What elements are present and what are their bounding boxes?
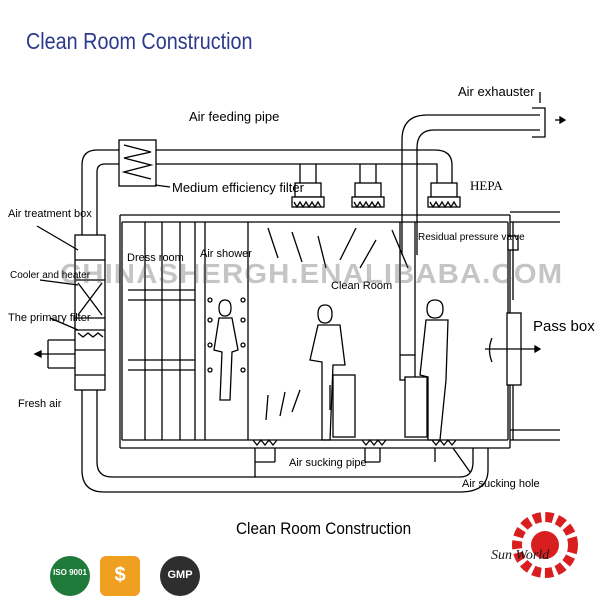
label-medium-efficiency-filter: Medium efficiency filter — [172, 180, 304, 195]
label-air-sucking-hole: Air sucking hole — [462, 478, 540, 490]
sun-world-logo-icon — [512, 512, 578, 578]
gmp-badge-icon: GMP — [160, 556, 200, 596]
hepa-units — [291, 182, 461, 209]
air-shower — [204, 222, 249, 440]
building-walls — [119, 214, 511, 449]
air-feeding-pipe — [81, 149, 453, 235]
label-dress-room: Dress room — [127, 252, 184, 264]
label-primary-filter: The primary filter — [8, 312, 91, 324]
workbench — [404, 376, 428, 438]
fresh-air-inlet — [36, 339, 75, 369]
air-sucking-pipe — [81, 390, 489, 493]
bottom-caption: Clean Room Construction — [236, 519, 412, 538]
label-pass-box: Pass box — [533, 318, 595, 335]
medium-efficiency-filter — [118, 139, 157, 187]
dollar-badge-icon: $ — [100, 556, 140, 596]
label-clean-room: Clean Room — [331, 280, 393, 292]
label-hepa: HEPA — [470, 178, 503, 193]
label-air-exhauster: Air exhauster — [458, 84, 535, 99]
iso-badge-icon: ISO 9001 — [50, 556, 90, 596]
label-cooler-and-heater: Cooler and heater — [10, 270, 91, 281]
label-fresh-air: Fresh air — [18, 398, 62, 410]
watermark: CHINASHERGH.ENALIBABA.COM — [60, 258, 564, 289]
dress-room — [128, 222, 196, 440]
brand-name: Sun World — [491, 548, 550, 563]
label-air-feeding-pipe: Air feeding pipe — [189, 109, 280, 124]
air-sucking-holes — [252, 438, 457, 447]
page-title: Clean Room Construction — [26, 28, 253, 54]
label-air-treatment-box: Air treatment box — [8, 208, 92, 220]
iso-badge-text: ISO 9001 — [53, 568, 87, 577]
label-air-sucking-pipe: Air sucking pipe — [289, 457, 367, 469]
label-residual-pressure-valve: Residual pressure valve — [418, 232, 525, 243]
air-exhauster-pipe — [401, 114, 540, 255]
gmp-badge-text: GMP — [167, 569, 193, 581]
label-air-shower: Air shower — [200, 248, 252, 260]
